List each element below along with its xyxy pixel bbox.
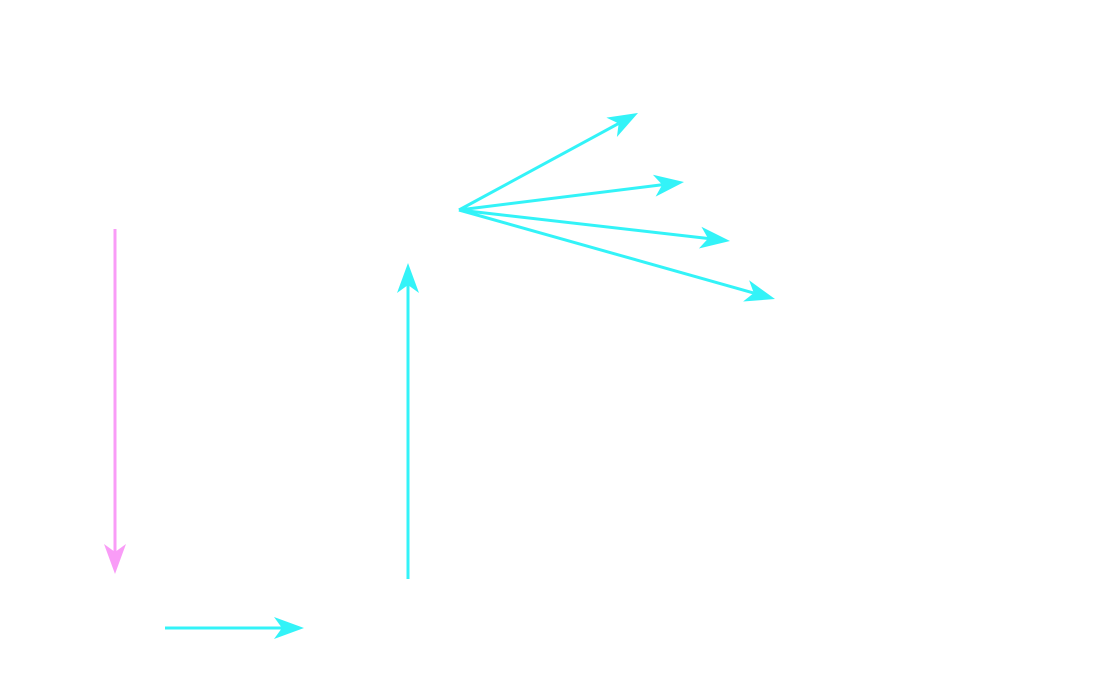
arrow-fan-1 <box>458 113 638 212</box>
arrow-fan-2 <box>458 174 684 212</box>
arrow-fan-1-shaft <box>458 122 620 212</box>
arrow-fan-4-shaft <box>458 208 755 295</box>
arrow-down-pink-head <box>104 544 126 574</box>
arrow-up-center-head <box>397 263 419 293</box>
arrow-right-bottom-head <box>274 617 304 639</box>
arrow-fan-4-head <box>743 280 775 302</box>
arrow-fan-2-head <box>652 174 684 197</box>
arrow-fan-3-shaft <box>458 208 709 240</box>
arrow-fan-3 <box>458 208 730 249</box>
arrow-fan-3-head <box>698 226 730 249</box>
arrow-fan-1-head <box>606 113 638 137</box>
arrow-fan-4 <box>458 208 775 302</box>
arrow-fan-2-shaft <box>458 183 663 212</box>
arrow-down-pink <box>104 229 126 574</box>
arrow-right-bottom <box>165 617 304 639</box>
arrow-group <box>104 113 775 639</box>
arrow-up-center <box>397 263 419 579</box>
